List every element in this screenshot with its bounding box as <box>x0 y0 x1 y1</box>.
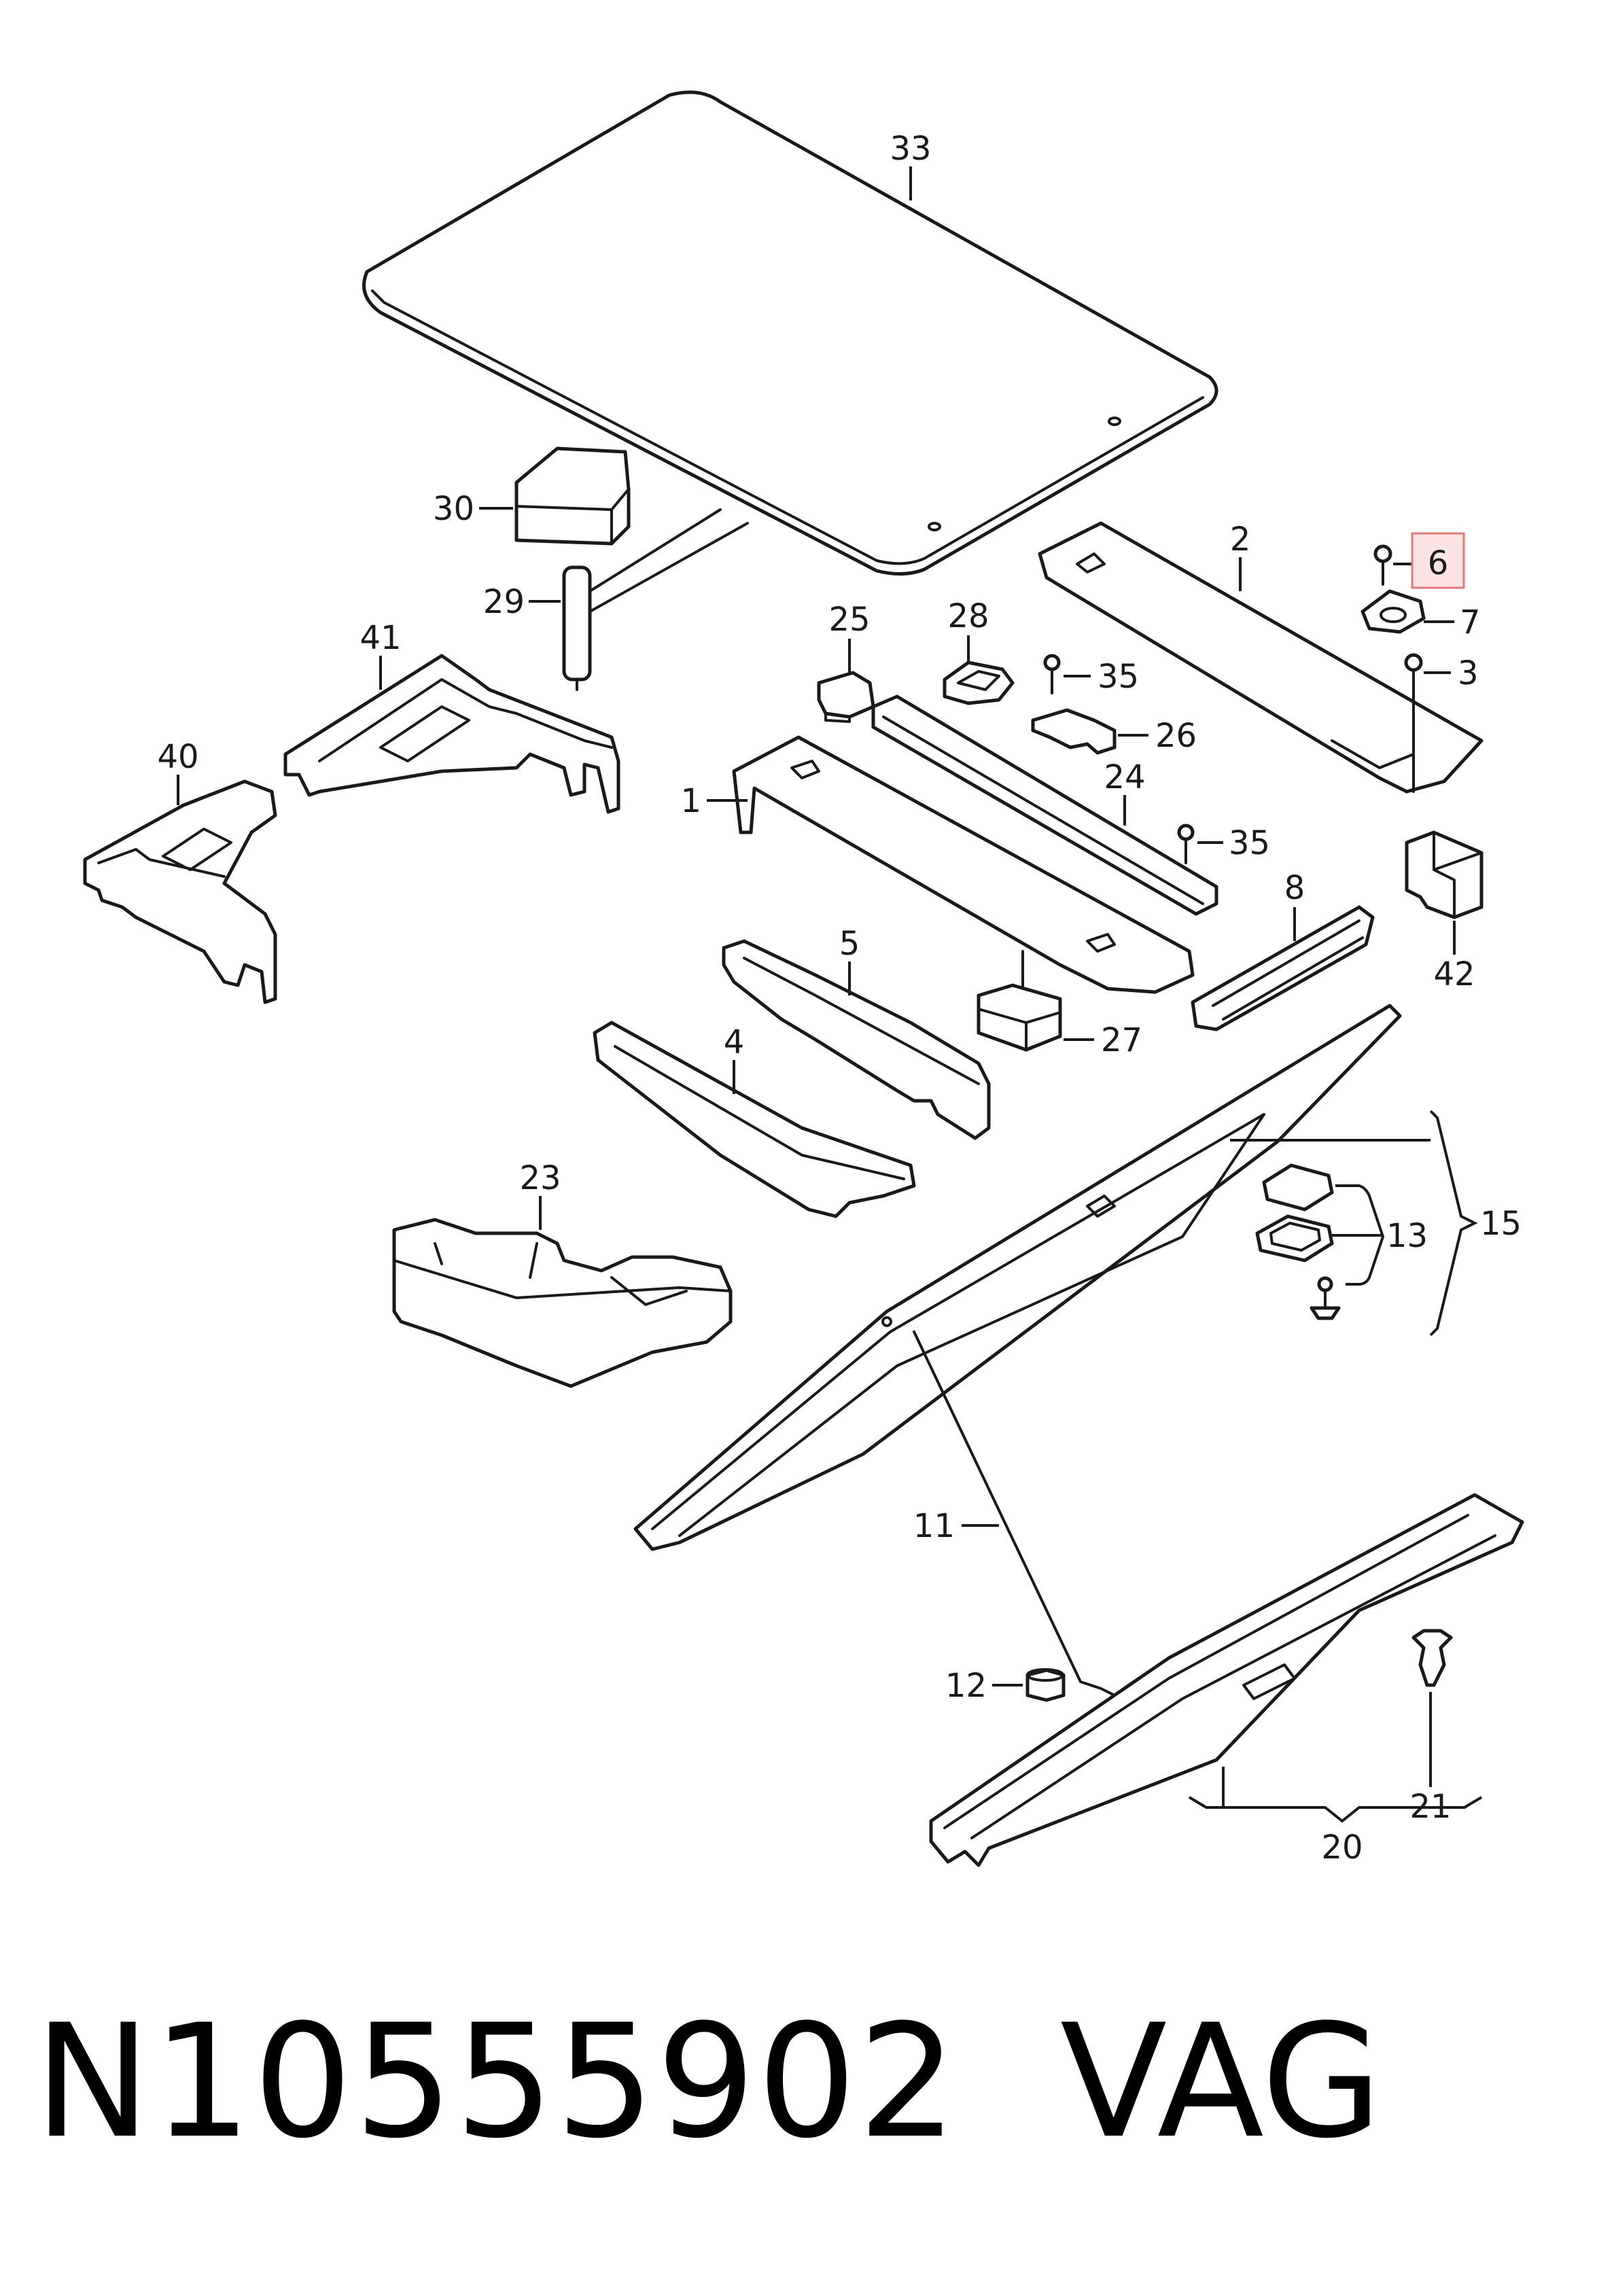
label-26: 26 <box>1155 717 1197 755</box>
label-35-upper: 35 <box>1098 658 1139 696</box>
part-13-screw <box>1310 1276 1341 1320</box>
part-lid-panel <box>633 1004 1402 1551</box>
part-7-eye-ring <box>1361 589 1426 634</box>
label-12: 12 <box>945 1667 987 1705</box>
part-5-foam-rail <box>722 939 991 1140</box>
part-28-latch <box>943 660 1015 705</box>
part-20-sill-trim <box>929 1493 1524 1867</box>
label-25: 25 <box>828 601 870 639</box>
part-26-bracket <box>1031 708 1117 755</box>
part-25-clip <box>817 671 875 723</box>
label-1: 1 <box>680 782 701 820</box>
part-33-floor-panel <box>362 90 1218 576</box>
label-21: 21 <box>1409 1788 1451 1826</box>
part-2-right-cover <box>1038 521 1484 794</box>
label-15: 15 <box>1480 1205 1522 1243</box>
label-28: 28 <box>947 597 989 635</box>
part-11-prop-rod <box>913 1330 1123 1700</box>
part-3-screw <box>1404 653 1423 793</box>
part-27-foam-block <box>977 950 1062 1052</box>
label-11: 11 <box>913 1507 955 1545</box>
label-20: 20 <box>1321 1829 1363 1867</box>
label-23: 23 <box>519 1159 561 1197</box>
label-4: 4 <box>724 1023 745 1061</box>
part-21-clip <box>1411 1629 1453 1687</box>
part-1-center-cover <box>732 735 1195 994</box>
part-35-screw-upper <box>1043 654 1061 694</box>
label-27: 27 <box>1101 1021 1142 1059</box>
part-35-screw-lower <box>1177 824 1195 864</box>
label-5: 5 <box>839 925 860 963</box>
label-29: 29 <box>483 583 525 621</box>
part-30-box <box>514 446 631 546</box>
highlight-box <box>1411 532 1465 589</box>
label-13: 13 <box>1386 1217 1428 1255</box>
label-33: 33 <box>890 130 931 168</box>
part-42-bracket <box>1405 830 1484 919</box>
label-41: 41 <box>359 619 401 657</box>
label-6: 6 <box>1428 544 1449 582</box>
part-41-foam-insert <box>283 654 620 814</box>
footer-brand: VAG <box>1060 1992 1383 2173</box>
part-40-foam-insert <box>83 779 277 1004</box>
part-8-strip <box>1191 905 1375 1031</box>
part-4-foam-rail <box>593 1021 916 1218</box>
label-24: 24 <box>1104 758 1145 796</box>
part-6-screw <box>1373 544 1392 586</box>
part-29-jack <box>562 508 749 691</box>
part-13-seal-inner <box>1255 1214 1334 1262</box>
part-24-bar <box>871 694 1218 916</box>
part-12-buffer <box>1025 1668 1066 1702</box>
label-35-lower: 35 <box>1229 824 1270 862</box>
part-13-seal-outer <box>1262 1163 1334 1212</box>
part-23-foam-tray <box>392 1218 733 1388</box>
label-8: 8 <box>1284 869 1305 907</box>
label-42: 42 <box>1433 955 1475 993</box>
label-7: 7 <box>1460 603 1481 641</box>
label-3: 3 <box>1458 654 1479 692</box>
label-2: 2 <box>1230 520 1251 559</box>
label-40: 40 <box>157 738 198 776</box>
label-30: 30 <box>433 490 474 528</box>
footer-part-number: N10555902 <box>34 1992 959 2173</box>
